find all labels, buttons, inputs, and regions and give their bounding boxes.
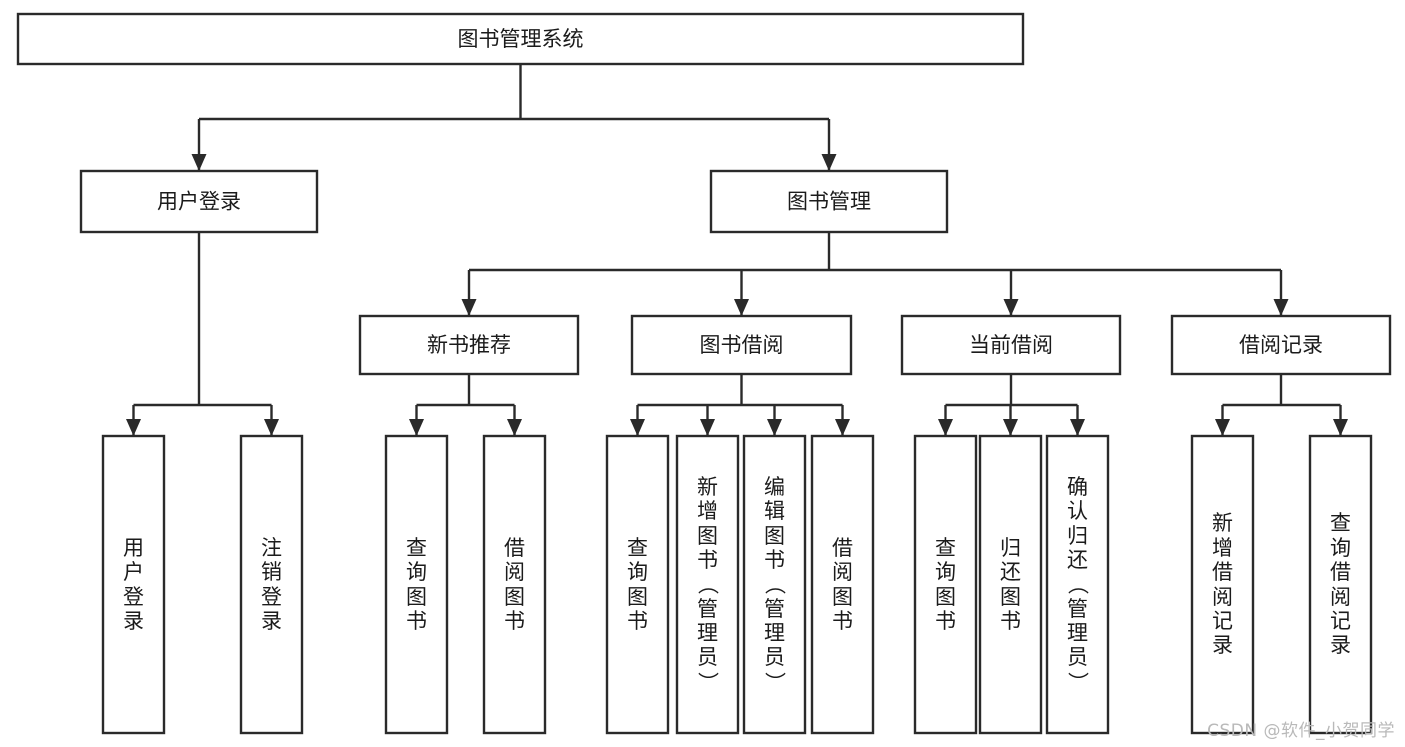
arrow-head-icon bbox=[1070, 419, 1085, 436]
node-root[interactable] bbox=[16, 12, 1025, 66]
leaf-box-11[interactable] bbox=[1190, 434, 1255, 735]
arrow-head-icon bbox=[461, 299, 477, 316]
leaf-box-8[interactable] bbox=[913, 434, 978, 735]
arrow-head-icon bbox=[191, 154, 207, 171]
arrow-head-icon bbox=[1003, 419, 1018, 436]
node-level1-1[interactable] bbox=[709, 169, 949, 234]
leaf-box-3[interactable] bbox=[482, 434, 547, 735]
leaf-box-2[interactable] bbox=[384, 434, 449, 735]
arrow-head-icon bbox=[1273, 299, 1289, 316]
arrow-head-icon bbox=[1003, 299, 1019, 316]
leaf-box-7[interactable] bbox=[810, 434, 875, 735]
arrow-head-icon bbox=[1215, 419, 1230, 436]
leaf-box-1[interactable] bbox=[239, 434, 304, 735]
arrow-head-icon bbox=[630, 419, 645, 436]
leaf-box-6[interactable] bbox=[742, 434, 807, 735]
leaf-box-4[interactable] bbox=[605, 434, 670, 735]
arrow-head-icon bbox=[1333, 419, 1348, 436]
node-level2-1[interactable] bbox=[630, 314, 853, 376]
arrow-head-icon bbox=[767, 419, 782, 436]
connector-layer bbox=[126, 64, 1348, 436]
node-level2-2[interactable] bbox=[900, 314, 1122, 376]
arrow-head-icon bbox=[126, 419, 141, 436]
arrow-head-icon bbox=[700, 419, 715, 436]
arrow-head-icon bbox=[409, 419, 424, 436]
node-level1-0[interactable] bbox=[79, 169, 319, 234]
node-level2-label-1: 图书借阅 bbox=[700, 333, 784, 357]
box-layer bbox=[16, 12, 1392, 735]
node-level2-label-3: 借阅记录 bbox=[1239, 333, 1323, 357]
arrow-head-icon bbox=[835, 419, 850, 436]
arrow-head-icon bbox=[264, 419, 279, 436]
node-root-label: 图书管理系统 bbox=[458, 27, 584, 51]
leaf-box-5[interactable] bbox=[675, 434, 740, 735]
node-level2-label-2: 当前借阅 bbox=[969, 333, 1053, 357]
arrow-head-icon bbox=[938, 419, 953, 436]
node-level1-label-1: 图书管理 bbox=[787, 190, 871, 214]
leaf-box-12[interactable] bbox=[1308, 434, 1373, 735]
leaf-box-0[interactable] bbox=[101, 434, 166, 735]
arrow-head-icon bbox=[821, 154, 837, 171]
arrow-head-icon bbox=[507, 419, 522, 436]
arrow-head-icon bbox=[734, 299, 749, 316]
leaf-box-10[interactable] bbox=[1045, 434, 1110, 735]
node-level2-0[interactable] bbox=[358, 314, 580, 376]
csdn-watermark: CSDN @软件_小贺同学 bbox=[1207, 721, 1395, 741]
node-level2-label-0: 新书推荐 bbox=[427, 333, 511, 357]
node-level2-3[interactable] bbox=[1170, 314, 1392, 376]
leaf-box-9[interactable] bbox=[978, 434, 1043, 735]
node-level1-label-0: 用户登录 bbox=[157, 190, 241, 214]
